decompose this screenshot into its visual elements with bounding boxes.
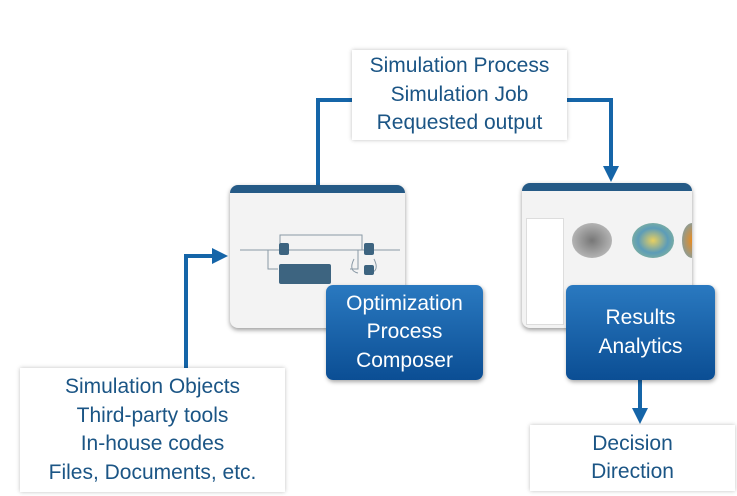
workflow-subprocess bbox=[279, 264, 331, 284]
workflow-node bbox=[279, 243, 289, 255]
sources-line: Files, Documents, etc. bbox=[48, 460, 257, 484]
inputs-line: Requested output bbox=[376, 111, 543, 135]
sidebar-panel bbox=[526, 218, 564, 325]
analytics-box: Results Analytics bbox=[566, 285, 715, 380]
workflow-node bbox=[364, 243, 374, 255]
composer-screenshot bbox=[230, 185, 405, 328]
inputs-line: Simulation Job bbox=[390, 82, 529, 106]
sources-box: Simulation Objects Third-party tools In-… bbox=[20, 368, 285, 492]
connector-composer-to-inputs bbox=[316, 98, 352, 186]
workflow-diagram bbox=[240, 234, 400, 274]
decision-box: Decision Direction bbox=[530, 425, 735, 491]
color-hexmap bbox=[632, 223, 674, 258]
decision-line: Direction bbox=[591, 460, 674, 483]
composer-line: Composer bbox=[356, 348, 453, 372]
connector-inputs-to-analytics bbox=[567, 98, 619, 182]
analytics-line: Analytics bbox=[598, 334, 683, 358]
color-hexmap bbox=[682, 223, 692, 258]
app-header bbox=[230, 185, 405, 193]
inputs-line: Simulation Process bbox=[369, 54, 550, 78]
workflow-node bbox=[364, 265, 374, 275]
connector-sources-to-composer bbox=[184, 248, 228, 368]
sources-line: Third-party tools bbox=[76, 403, 229, 427]
analytics-line: Results bbox=[605, 306, 676, 329]
sources-line: Simulation Objects bbox=[64, 375, 241, 398]
gray-hexmap bbox=[572, 223, 612, 258]
inputs-box: Simulation Process Simulation Job Reques… bbox=[352, 50, 567, 140]
sources-line: In-house codes bbox=[80, 432, 225, 455]
composer-box: Optimization Process Composer bbox=[326, 285, 483, 380]
decision-line: Decision bbox=[592, 431, 673, 455]
app-header bbox=[522, 183, 692, 191]
composer-line: Process bbox=[366, 320, 443, 344]
composer-line: Optimization bbox=[346, 291, 463, 315]
